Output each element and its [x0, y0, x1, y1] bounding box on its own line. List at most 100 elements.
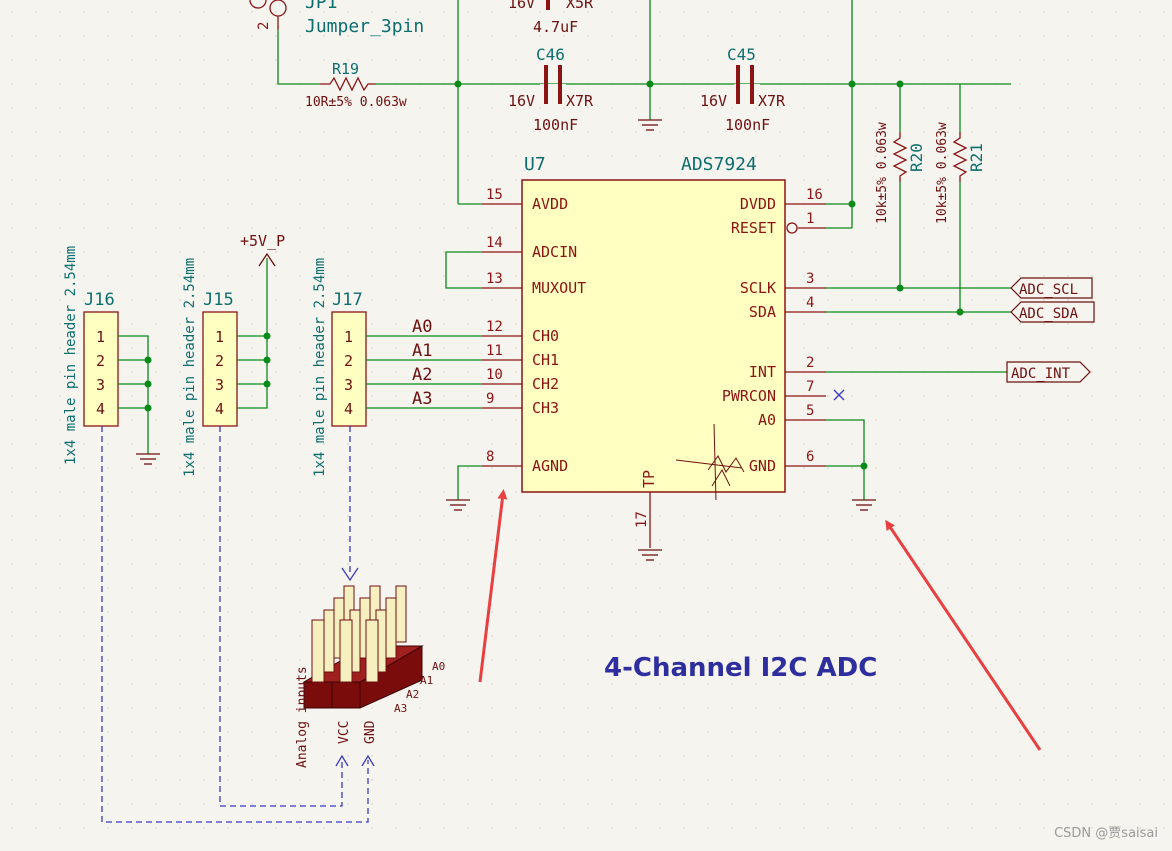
ic-u7[interactable]: U7 ADS7924 — [521, 154, 786, 493]
adcin-muxout-loop — [445, 251, 482, 289]
r19-value: 10R±5% 0.063w — [305, 95, 407, 110]
ic-pin-number: 5 — [806, 403, 814, 419]
net-a2: A2 — [412, 365, 432, 385]
jp1-wire — [277, 30, 320, 85]
capacitor-c46[interactable]: C46 16V X7R 100nF — [508, 45, 594, 134]
jp1-value: Jumper_3pin — [305, 16, 424, 37]
c45-dielectric: X7R — [758, 92, 786, 110]
power-symbol-5v: +5V_P — [240, 232, 285, 267]
capacitor-c45[interactable]: C45 16V X7R 100nF — [700, 45, 786, 134]
annotation-arrow-agnd — [478, 489, 508, 683]
net-a0: A0 — [412, 317, 432, 337]
ic-pin-number: 9 — [486, 391, 494, 407]
vcc-label: VCC — [337, 721, 352, 744]
ic-pin-inversion-bubble — [786, 222, 798, 234]
j17-ref: J17 — [332, 290, 363, 310]
header-j16[interactable]: J16 1x4 male pin header 2.54mm 1 2 3 4 — [63, 246, 119, 465]
jumper-jp1[interactable]: 2 JP1 Jumper_3pin — [249, 0, 424, 37]
gnd-label: GND — [363, 720, 378, 744]
watermark: CSDN @贾saisai — [1054, 826, 1158, 841]
adc-scl-text: ADC_SCL — [1019, 282, 1078, 298]
ic-pin-name: RESET — [731, 219, 776, 237]
adc-int-text: ADC_INT — [1011, 366, 1071, 382]
c46-dielectric: X7R — [566, 92, 594, 110]
ic-pin-number: 10 — [486, 367, 503, 383]
c46-value: 100nF — [533, 116, 578, 134]
ground-symbol-top — [638, 119, 662, 131]
top-capacitor[interactable]: 16V X5R 4.7uF — [508, 0, 594, 36]
net-a3: A3 — [412, 389, 432, 409]
jp1-pin-label: 2 — [256, 22, 272, 30]
ic-pin-name: ADCIN — [532, 243, 577, 261]
schematic-title: 4-Channel I2C ADC — [604, 653, 877, 683]
top-cap-voltage: 16V — [508, 0, 535, 12]
net-label-adc-sda[interactable]: ADC_SDA — [1010, 301, 1095, 323]
resistor-r21[interactable]: R21 10k±5% 0.063w — [935, 122, 986, 224]
c46-ref: C46 — [536, 45, 565, 64]
j15-pin-2: 2 — [215, 352, 224, 370]
adc-sda-text: ADC_SDA — [1019, 306, 1079, 322]
junction-dot — [848, 80, 856, 88]
ic-pin-name: DVDD — [740, 195, 776, 213]
j17-pin-4: 4 — [344, 400, 353, 418]
ground-symbol-j16 — [136, 453, 160, 465]
j17-pin-3: 3 — [344, 376, 353, 394]
ic-pin-number: 1 — [806, 211, 814, 227]
j17-pin-2: 2 — [344, 352, 353, 370]
j15-pin-3: 3 — [215, 376, 224, 394]
j15-pin-4: 4 — [215, 400, 224, 418]
block-label-a2: A2 — [406, 688, 419, 701]
ic-pin-name: AGND — [532, 457, 568, 475]
annotation-arrow-gnd — [885, 519, 1042, 751]
block-label-a0: A0 — [432, 660, 445, 673]
c46-voltage: 16V — [508, 92, 535, 110]
r21-value: 10k±5% 0.063w — [935, 122, 950, 224]
resistor-r19[interactable]: R19 10R±5% 0.063w — [305, 60, 407, 110]
ic-pin-number: 11 — [486, 343, 503, 359]
j16-desc: 1x4 male pin header 2.54mm — [63, 246, 79, 465]
ic-pin-number: 16 — [806, 187, 823, 203]
r20-value: 10k±5% 0.063w — [875, 122, 890, 224]
header-j17[interactable]: J17 1x4 male pin header 2.54mm 1 2 3 4 — [312, 258, 367, 477]
ground-symbol-gnd — [852, 499, 876, 511]
net-label-adc-int[interactable]: ADC_INT — [1006, 361, 1091, 383]
ic-pin-number: 7 — [806, 379, 814, 395]
net-label-adc-scl[interactable]: ADC_SCL — [1010, 277, 1093, 299]
r19-ref: R19 — [332, 60, 359, 78]
no-connect-mark — [833, 389, 845, 401]
jp1-ref: JP1 — [305, 0, 338, 13]
ic-pin-number: 15 — [486, 187, 503, 203]
c45-ref: C45 — [727, 45, 756, 64]
c45-value: 100nF — [725, 116, 770, 134]
ic-ref: U7 — [524, 154, 546, 175]
thermal-pad-glyph — [675, 423, 745, 501]
j15-ref: J15 — [203, 290, 234, 310]
net-a1: A1 — [412, 341, 432, 361]
resistor-r20[interactable]: R20 10k±5% 0.063w — [875, 122, 926, 224]
ic-pin-name: AVDD — [532, 195, 568, 213]
j17-desc: 1x4 male pin header 2.54mm — [312, 258, 328, 477]
block-label-a1: A1 — [420, 674, 433, 687]
junction-dot — [646, 80, 654, 88]
pin-block-illustration: A0 A1 A2 A3 Analog inputs VCC GND — [295, 585, 445, 768]
dashed-link-vcc — [219, 426, 343, 807]
j17-pin-1: 1 — [344, 328, 353, 346]
ic-pin-name: SDA — [749, 303, 776, 321]
ic-part-name: ADS7924 — [681, 154, 757, 175]
ic-pin-name: GND — [749, 457, 776, 475]
ic-pin-name: CH2 — [532, 375, 559, 393]
ic-pin-number: 4 — [806, 295, 814, 311]
ic-pin-name: TP — [640, 470, 658, 488]
agnd-wire — [457, 465, 482, 500]
top-cap-dielectric: X5R — [566, 0, 594, 12]
ground-symbol-tp — [638, 549, 662, 561]
j16-pin-3: 3 — [96, 376, 105, 394]
ic-pin-number: 8 — [486, 449, 494, 465]
ic-pin-name: INT — [749, 363, 776, 381]
ic-pin-name: CH0 — [532, 327, 559, 345]
ic-pin-name: PWRCON — [722, 387, 776, 405]
header-j15[interactable]: J15 1x4 male pin header 2.54mm 1 2 3 4 — [182, 258, 238, 477]
j16-pin-4: 4 — [96, 400, 105, 418]
ic-pin-number: 2 — [806, 355, 814, 371]
